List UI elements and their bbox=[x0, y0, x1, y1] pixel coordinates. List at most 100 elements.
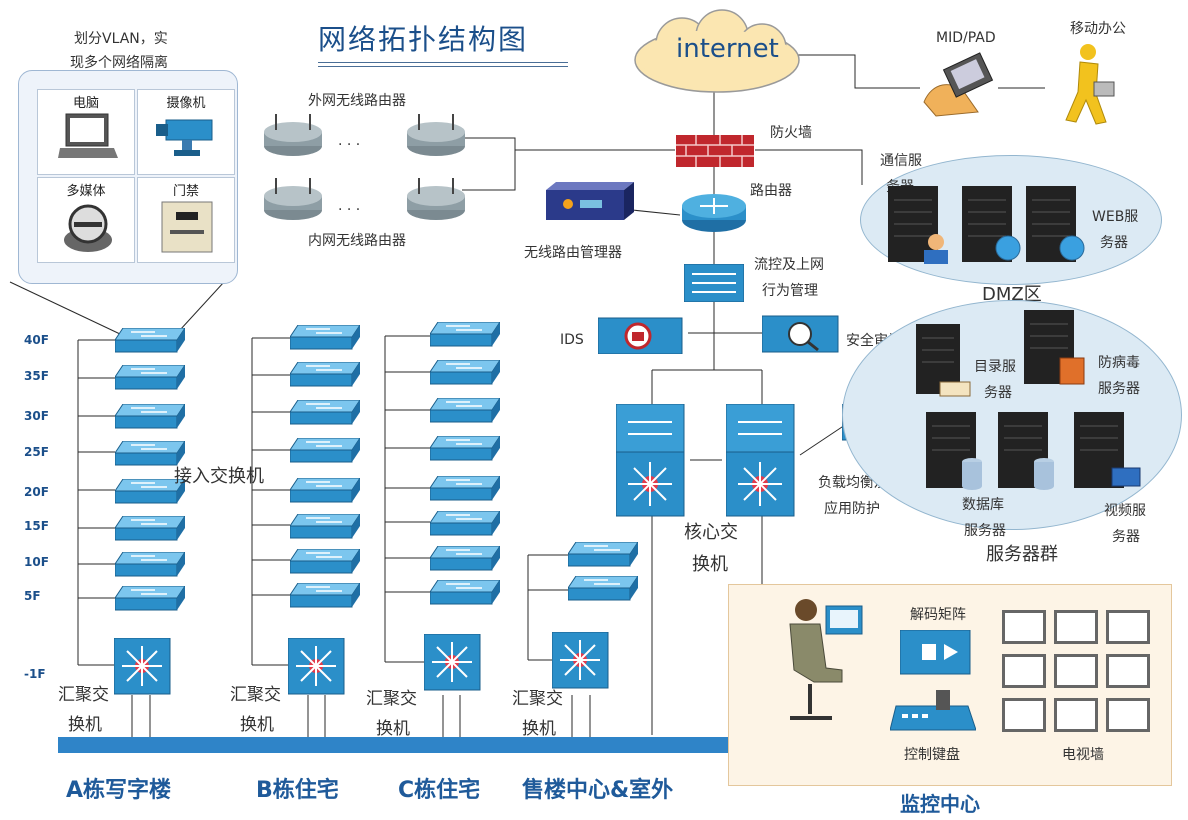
wireless-router-icon bbox=[264, 178, 322, 220]
access-switch-icon bbox=[568, 542, 638, 567]
video-server-icon bbox=[1074, 412, 1141, 488]
floor-label: 15F bbox=[24, 519, 49, 533]
tv-screen bbox=[1054, 698, 1098, 732]
device-label-computer: 电脑 bbox=[72, 96, 99, 111]
router-label: 路由器 bbox=[750, 183, 792, 199]
antivirus-server-icon bbox=[1024, 310, 1085, 385]
multimedia-icon bbox=[64, 204, 112, 252]
access-switch-icon bbox=[115, 441, 185, 466]
dmz-label: DMZ区 bbox=[982, 284, 1042, 305]
database-server-icon bbox=[926, 412, 982, 490]
sales-center-label: 售楼中心&室外 bbox=[522, 778, 674, 803]
access-switch-icon bbox=[115, 552, 185, 577]
control-keyboard-icon bbox=[890, 690, 976, 731]
web-server-icon bbox=[962, 186, 1021, 262]
communication-server-icon bbox=[888, 186, 948, 264]
access-switch-icon bbox=[430, 360, 500, 385]
floor-label: 30F bbox=[24, 409, 49, 423]
access-switch-icon bbox=[115, 365, 185, 390]
access-switch-icon bbox=[290, 362, 360, 387]
aggregation-switch-icon bbox=[552, 632, 609, 689]
diagram-title: 网络拓扑结构图 bbox=[318, 23, 529, 56]
access-switch-icon bbox=[115, 516, 185, 541]
decoder-matrix-label: 解码矩阵 bbox=[910, 607, 966, 623]
access-switch-icon bbox=[290, 325, 360, 350]
operator-icon bbox=[789, 599, 863, 720]
vlan-device-panel: 电脑 摄像机 多媒体 门禁 bbox=[18, 70, 238, 284]
access-switch-icon bbox=[568, 576, 638, 601]
access-switch-icon bbox=[430, 436, 500, 461]
access-switch-icon bbox=[115, 328, 185, 353]
decoder-matrix-icon bbox=[900, 630, 971, 675]
device-label-camera: 摄像机 bbox=[166, 96, 206, 111]
floor-label: 35F bbox=[24, 369, 49, 383]
mobile-worker-icon bbox=[1065, 44, 1115, 125]
agg-switch-label: 汇聚交换机 bbox=[366, 689, 417, 739]
access-switch-icon bbox=[115, 586, 185, 611]
tv-screen bbox=[1054, 610, 1098, 644]
vlan-note-line2: 现多个网络隔离 bbox=[70, 55, 168, 71]
antivirus-server-label-2: 服务器 bbox=[1098, 381, 1140, 397]
antivirus-server-label-1: 防病毒 bbox=[1098, 355, 1140, 371]
tv-screen bbox=[1106, 610, 1150, 644]
internet-label: internet bbox=[676, 34, 779, 64]
title-underline bbox=[318, 62, 568, 63]
tv-screen bbox=[1002, 610, 1046, 644]
core-switch-icon bbox=[616, 404, 685, 517]
pad-label: MID/PAD bbox=[936, 30, 996, 46]
security-audit-icon bbox=[762, 315, 839, 353]
tv-wall-label: 电视墙 bbox=[1062, 747, 1104, 763]
access-switch-icon bbox=[430, 580, 500, 605]
camera-icon bbox=[156, 119, 213, 156]
core-switch-label-2: 换机 bbox=[692, 554, 728, 575]
device-label-multimedia: 多媒体 bbox=[66, 184, 106, 199]
agg-switch-label: 汇聚交换机 bbox=[230, 685, 281, 735]
tv-screen bbox=[1106, 654, 1150, 688]
floor-label: 40F bbox=[24, 333, 49, 347]
tv-screen bbox=[1054, 654, 1098, 688]
floor-label: -1F bbox=[24, 667, 46, 681]
core-switch-label-1: 核心交 bbox=[684, 522, 738, 543]
aggregation-switch-icon bbox=[424, 634, 481, 691]
access-switch-icon bbox=[430, 546, 500, 571]
access-switch-icon bbox=[430, 476, 500, 501]
device-label-access-control: 门禁 bbox=[172, 184, 199, 199]
wireless-router-icon bbox=[407, 114, 465, 156]
agg-switch-label: 汇聚交换机 bbox=[512, 689, 563, 739]
mobile-office-label: 移动办公 bbox=[1070, 21, 1126, 37]
building-a-label: A栋写字楼 bbox=[66, 778, 172, 803]
inner-wifi-label: 内网无线路由器 bbox=[308, 233, 406, 249]
load-balancer-label-2: 应用防护 bbox=[824, 501, 880, 517]
access-switch-icon bbox=[290, 438, 360, 463]
access-switch-icon bbox=[115, 404, 185, 429]
aggregation-switch-icon bbox=[288, 638, 345, 695]
core-switch-icon bbox=[726, 404, 795, 517]
access-switch-icon bbox=[290, 478, 360, 503]
vlan-note-line1: 划分VLAN，实 bbox=[74, 31, 168, 47]
database-server-icon bbox=[998, 412, 1054, 490]
firewall-icon bbox=[676, 135, 754, 167]
flow-control-icon bbox=[684, 264, 744, 302]
access-switch-icon bbox=[115, 479, 185, 504]
database-server-label-2: 服务器 bbox=[964, 523, 1006, 539]
directory-server-label-1: 目录服 bbox=[974, 359, 1016, 375]
tv-wall bbox=[1002, 610, 1154, 736]
wireless-router-icon bbox=[264, 114, 322, 156]
access-switch-label: 接入交换机 bbox=[174, 466, 264, 487]
tablet-hand-icon bbox=[923, 52, 994, 117]
flow-control-label-2: 行为管理 bbox=[762, 283, 818, 299]
database-server-label-1: 数据库 bbox=[962, 497, 1004, 513]
access-switch-icon bbox=[290, 514, 360, 539]
building-b-label: B栋住宅 bbox=[256, 778, 339, 803]
comm-server-label-1: 通信服 bbox=[880, 153, 922, 169]
agg-switch-label: 汇聚交换机 bbox=[58, 685, 109, 735]
device-computer: 电脑 bbox=[37, 89, 135, 175]
floor-label: 25F bbox=[24, 445, 49, 459]
tv-screen bbox=[1002, 698, 1046, 732]
device-camera: 摄像机 bbox=[137, 89, 235, 175]
ids-label: IDS bbox=[560, 332, 584, 348]
floor-label: 20F bbox=[24, 485, 49, 499]
wireless-manager-icon bbox=[546, 182, 634, 220]
web-server-label-1: WEB服 bbox=[1092, 209, 1139, 225]
